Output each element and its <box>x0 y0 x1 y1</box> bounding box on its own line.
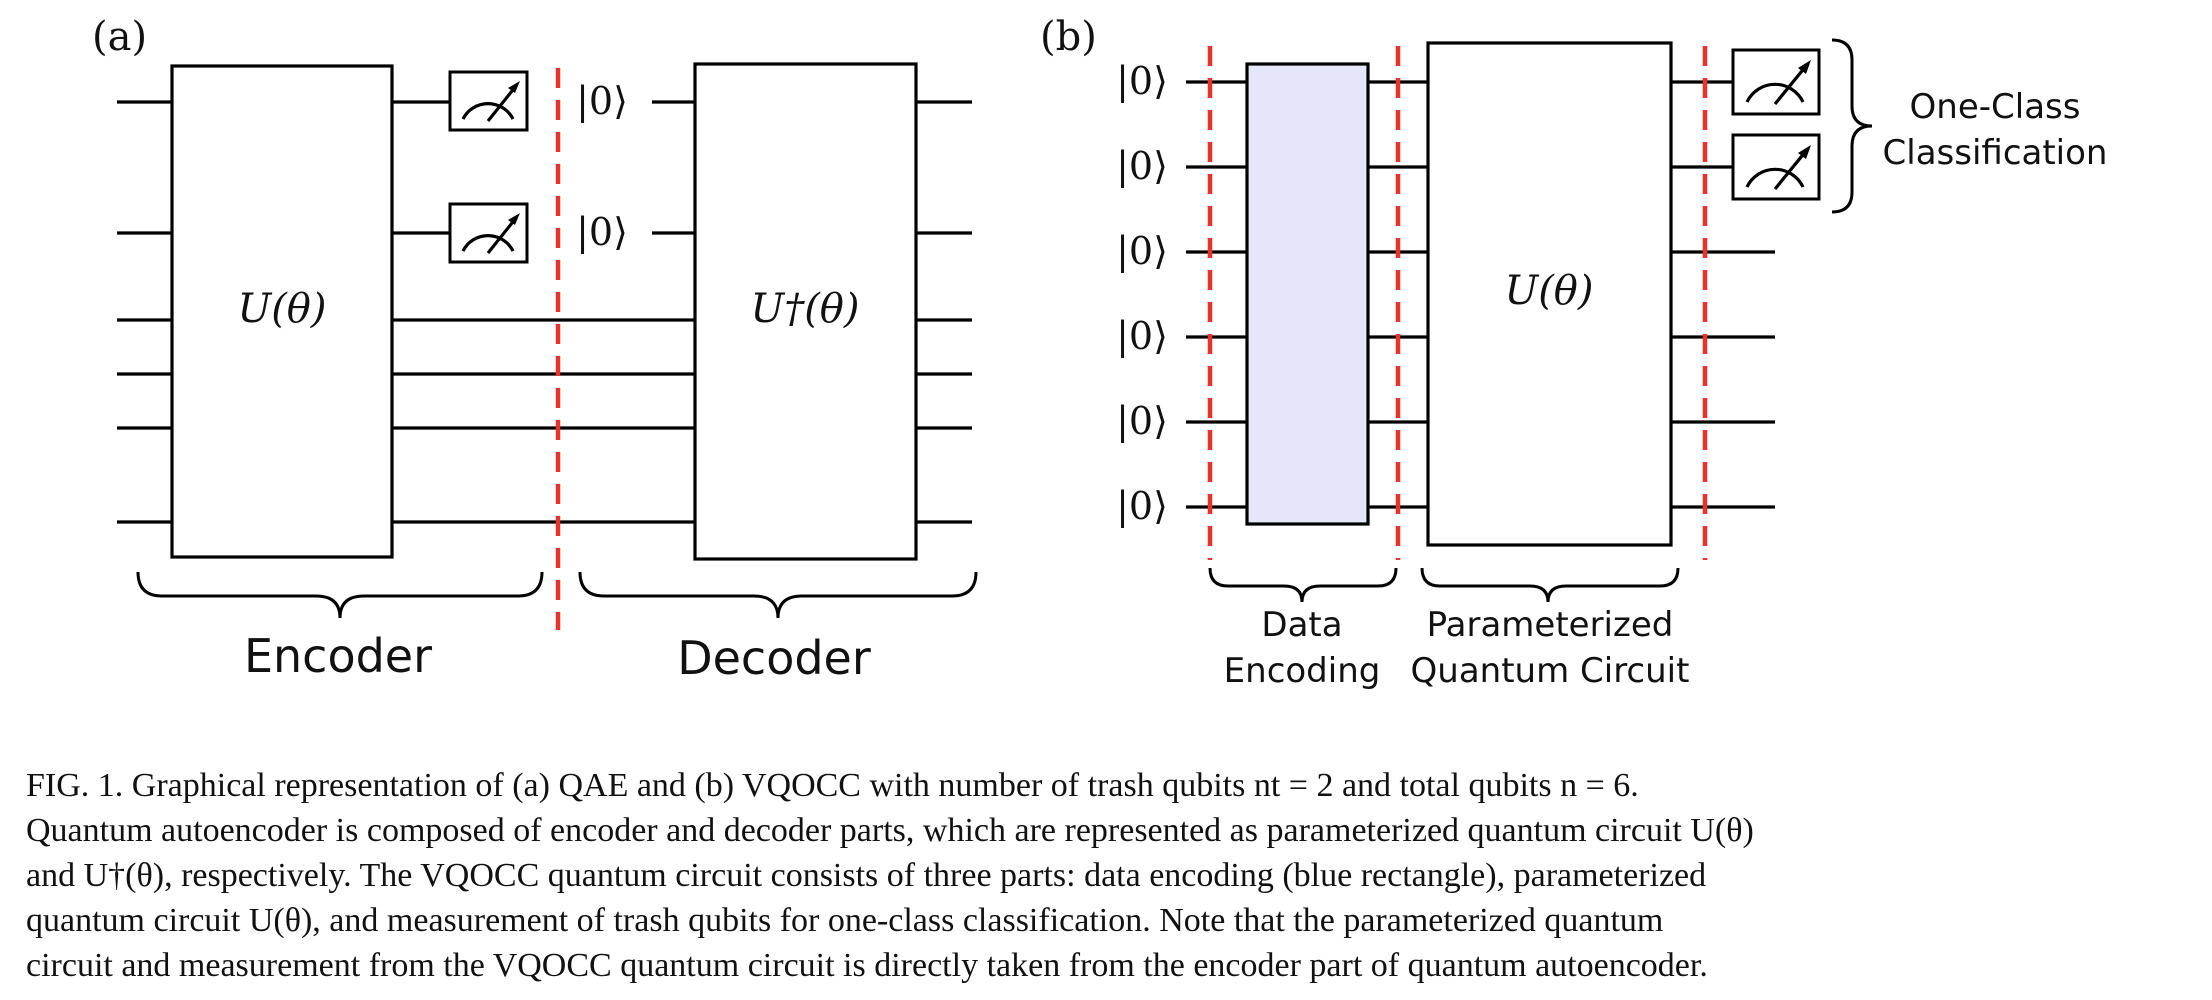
meter-icon <box>1731 133 1821 201</box>
encoder-label: Encoder <box>244 629 432 683</box>
encoder-gate-box <box>170 64 394 559</box>
caption-line: Quantum autoencoder is composed of encod… <box>26 812 1754 849</box>
data-encoding-brace <box>1208 567 1398 603</box>
input-kets: |0⟩ |0⟩ |0⟩ |0⟩ |0⟩ |0⟩ <box>1116 59 1168 528</box>
decoder-brace <box>578 571 978 619</box>
figure-caption: FIG. 1. Graphical representation of (a) … <box>26 763 2196 988</box>
encoder-output-wires <box>392 100 695 524</box>
input-ket: |0⟩ <box>1116 229 1168 273</box>
meter-icon <box>1731 48 1821 116</box>
panel-b-wires <box>1186 80 1775 509</box>
data-encoding-label-line2: Encoding <box>1224 651 1381 691</box>
caption-line: circuit and measurement from the VQOCC q… <box>26 947 1708 984</box>
meter-icon <box>448 70 529 132</box>
pqc-brace <box>1420 567 1680 603</box>
input-ket: |0⟩ <box>1116 484 1168 528</box>
reset-ket: |0⟩ <box>576 210 628 254</box>
pqc-label-line2: Quantum Circuit <box>1411 651 1690 691</box>
input-ket: |0⟩ <box>1116 314 1168 358</box>
circuit-figure: (a) U(θ) <box>92 14 2108 691</box>
encoder-gate-label: U(θ) <box>237 286 326 332</box>
decoder-label: Decoder <box>677 631 871 685</box>
caption-line: FIG. 1. Graphical representation of (a) … <box>26 767 1639 804</box>
classification-label-line2: Classification <box>1883 133 2108 173</box>
caption-line: quantum circuit U(θ), and measurement of… <box>26 902 1664 939</box>
decoder-gate-box <box>693 62 918 561</box>
classification-label-line1: One-Class <box>1910 87 2081 127</box>
input-ket: |0⟩ <box>1116 144 1168 188</box>
panel-a-label: (a) <box>92 14 147 60</box>
decoder-output-wires <box>916 100 972 524</box>
pqc-gate-label: U(θ) <box>1504 268 1593 314</box>
meter-icon <box>448 202 529 264</box>
reset-wires <box>652 100 695 235</box>
caption-line: and U†(θ), respectively. The VQOCC quant… <box>26 857 1707 894</box>
panel-b-label: (b) <box>1040 14 1097 60</box>
encoder-input-wires <box>117 100 172 524</box>
input-ket: |0⟩ <box>1116 59 1168 103</box>
classification-brace <box>1831 38 1873 214</box>
decoder-gate-label: U†(θ) <box>750 286 859 332</box>
pqc-gate-box <box>1426 41 1673 547</box>
reset-ket: |0⟩ <box>576 79 628 123</box>
data-encoding-label-line1: Data <box>1261 605 1342 645</box>
encoder-brace <box>136 571 544 619</box>
data-encoding-box <box>1245 62 1370 526</box>
input-ket: |0⟩ <box>1116 399 1168 443</box>
pqc-label-line1: Parameterized <box>1427 605 1674 645</box>
